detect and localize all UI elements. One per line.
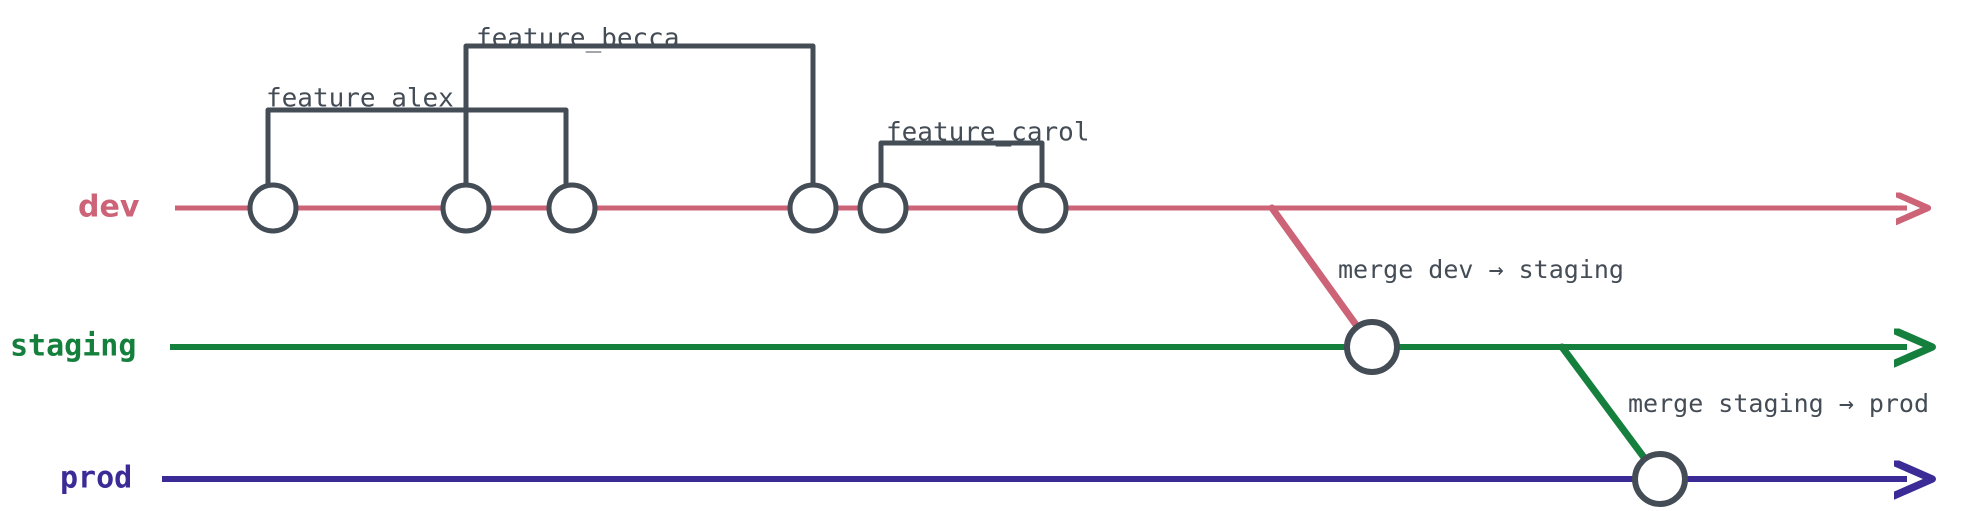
branch-label-dev: dev bbox=[78, 190, 140, 225]
merge-commit-node[interactable] bbox=[1344, 319, 1400, 375]
merge-line-dev-to-staging bbox=[1268, 204, 1376, 351]
feature-label-becca: feature_becca bbox=[476, 23, 680, 53]
commit-node[interactable] bbox=[1017, 182, 1069, 234]
commit-node[interactable] bbox=[857, 182, 909, 234]
merge-nodes-group bbox=[1344, 319, 1688, 507]
branch-lines-group bbox=[162, 208, 1907, 479]
merge-label-staging-to-prod: merge staging → prod bbox=[1628, 389, 1929, 418]
commit-node[interactable] bbox=[787, 182, 839, 234]
branch-label-staging: staging bbox=[10, 329, 136, 364]
feature-bracket-carol bbox=[878, 140, 1045, 188]
feature-brackets-group bbox=[265, 43, 1045, 188]
feature-label-alex: feature_alex bbox=[266, 83, 454, 113]
merge-lines-group bbox=[1268, 204, 1664, 483]
feature-bracket-becca bbox=[463, 43, 816, 188]
feature-labels-group: feature_alex feature_becca feature_carol bbox=[266, 23, 1090, 147]
commit-node[interactable] bbox=[247, 182, 299, 234]
merge-label-dev-to-staging: merge dev → staging bbox=[1338, 255, 1624, 284]
branch-label-prod: prod bbox=[60, 461, 132, 496]
commit-nodes-group bbox=[247, 182, 1069, 234]
merge-commit-node[interactable] bbox=[1632, 451, 1688, 507]
feature-label-carol: feature_carol bbox=[886, 117, 1090, 147]
feature-bracket-alex bbox=[265, 107, 569, 188]
merge-labels-group: merge dev → staging merge staging → prod bbox=[1338, 255, 1929, 418]
commit-node[interactable] bbox=[440, 182, 492, 234]
commit-node[interactable] bbox=[546, 182, 598, 234]
branch-labels-group: dev staging prod bbox=[10, 190, 140, 496]
